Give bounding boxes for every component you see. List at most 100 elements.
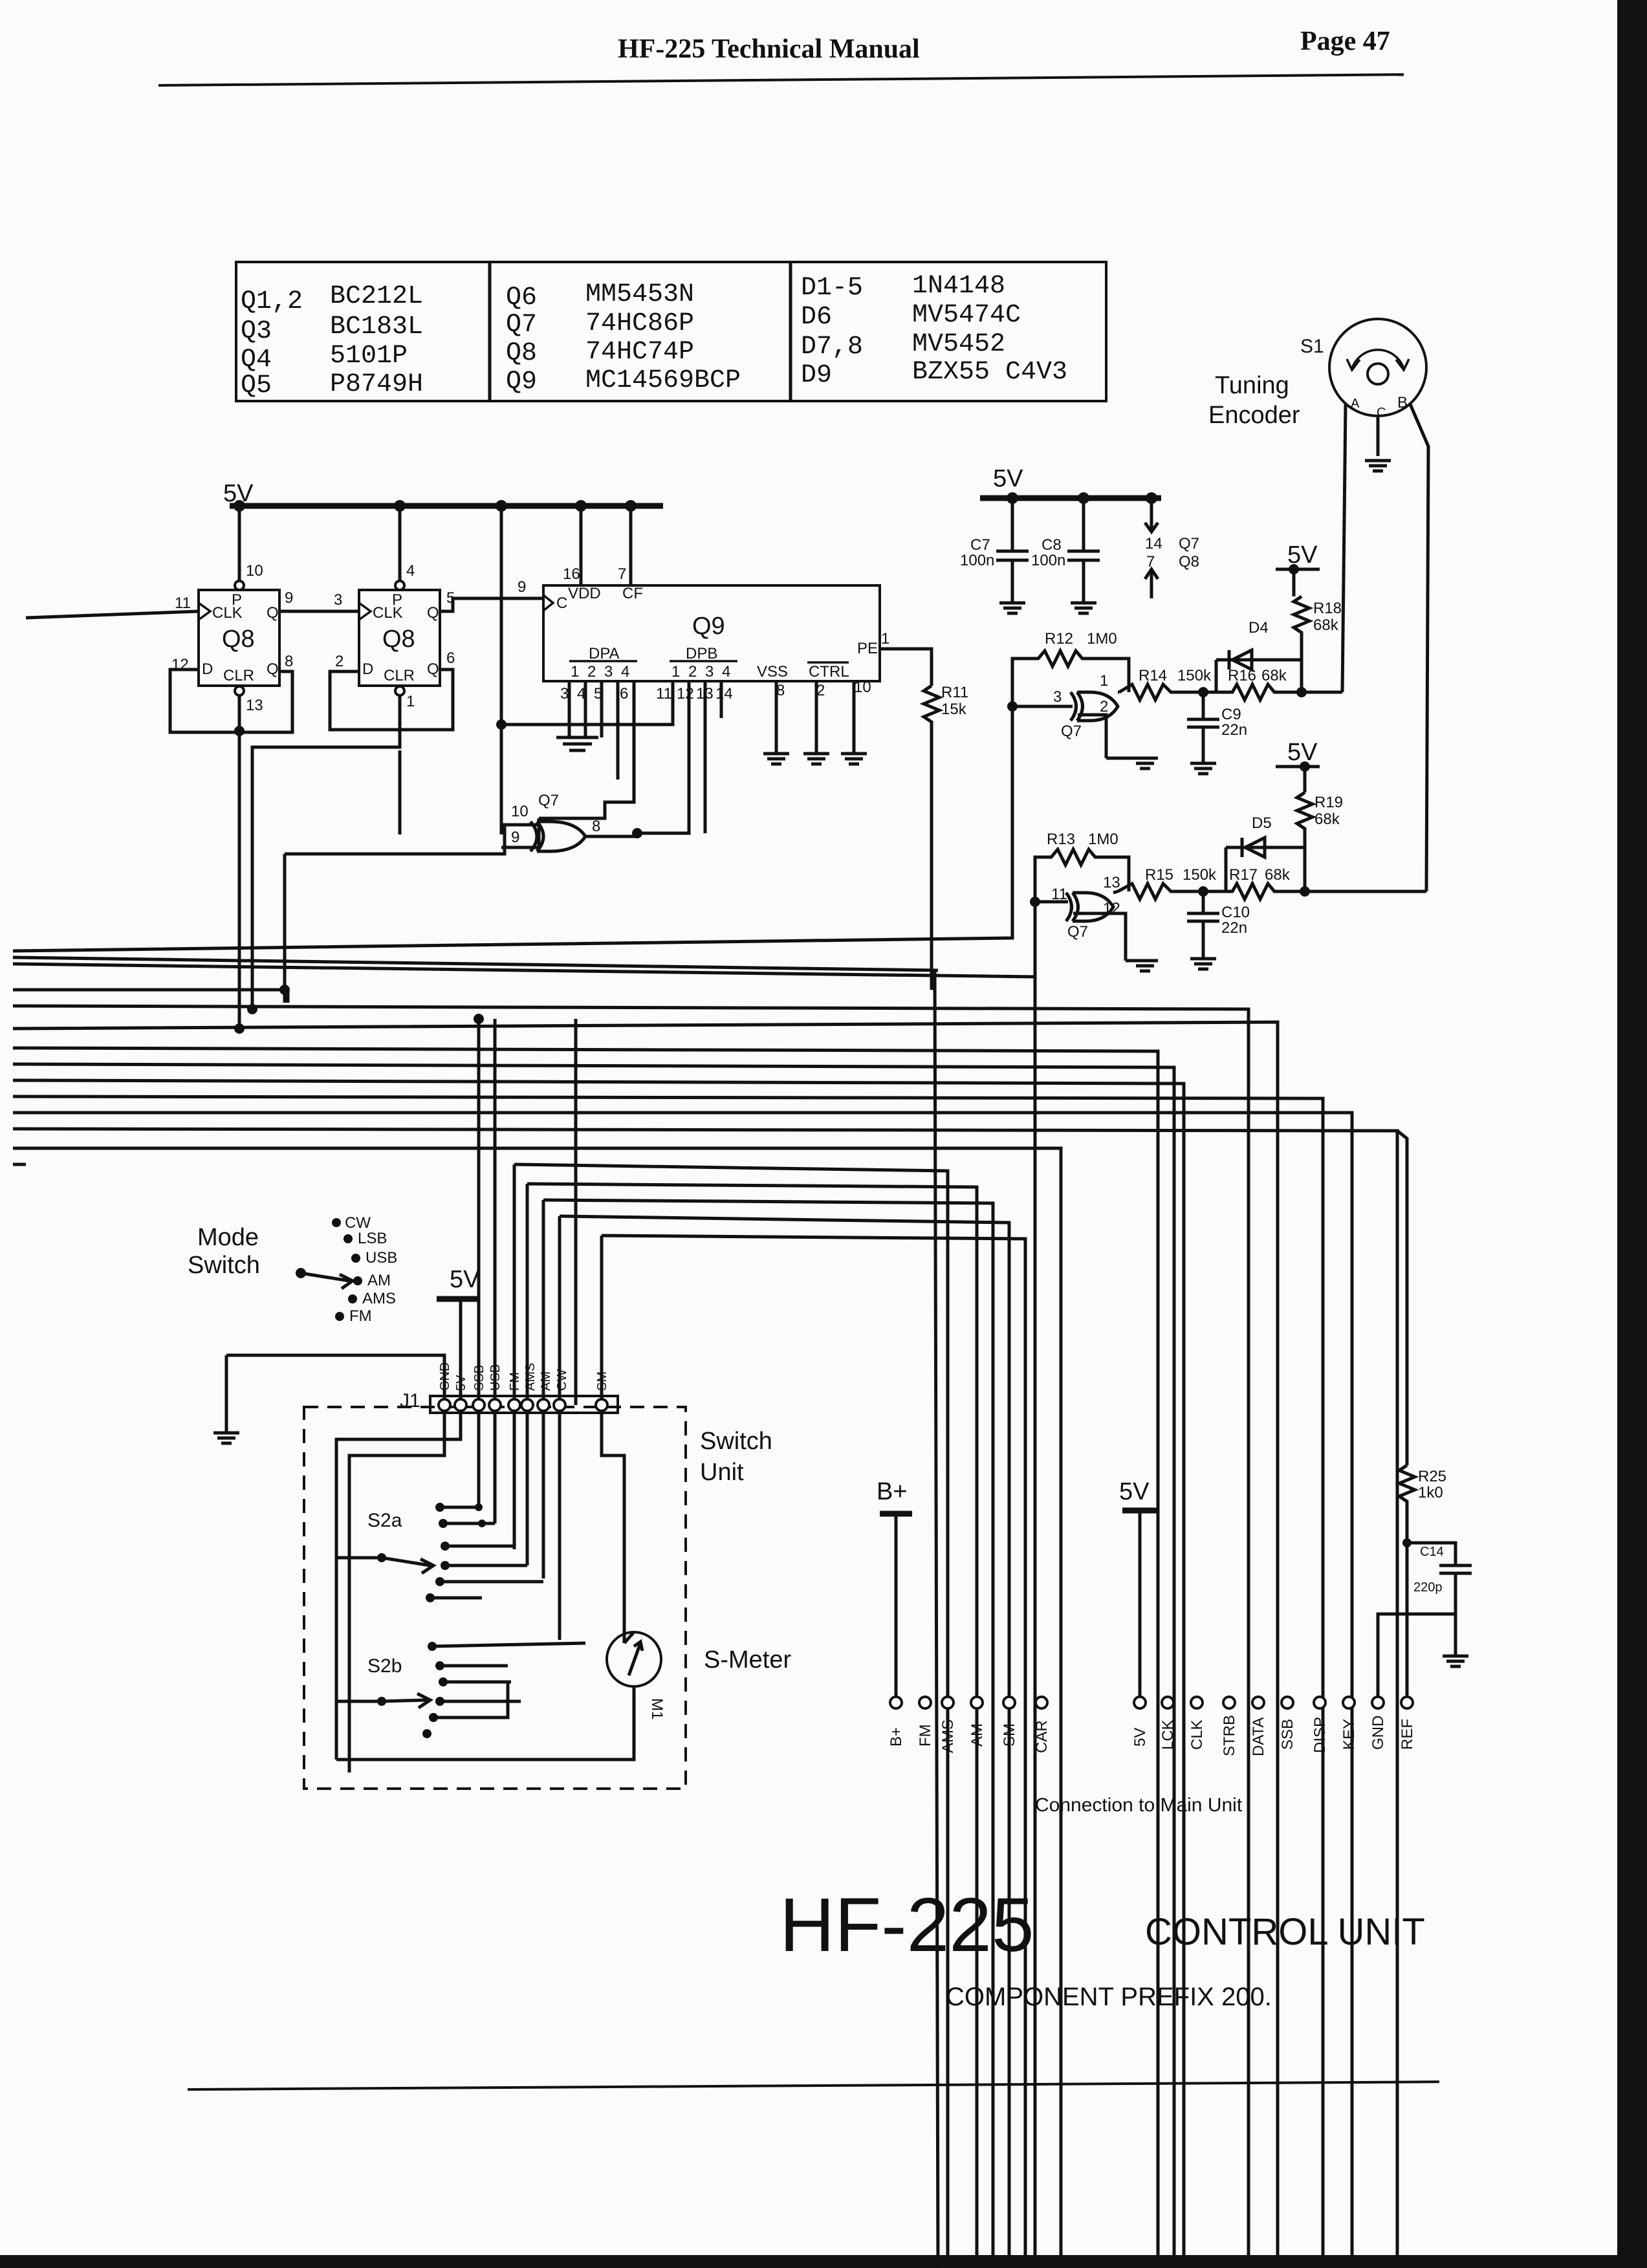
comp-ref: Q8: [1179, 553, 1199, 571]
encoder-wire-b: [1408, 404, 1430, 892]
capacitor-c10-icon: [1187, 891, 1219, 959]
wire: [514, 1162, 950, 2268]
clock-edge-icon: [358, 602, 373, 621]
manual-title: HF-225 Technical Manual: [618, 34, 920, 64]
ground-icon: [1071, 601, 1096, 615]
component-prefix-note: COMPONENT PREFIX 200.: [946, 1983, 1272, 2011]
pin-number: 12: [677, 685, 694, 703]
supply-bus-left: 5V: [223, 480, 663, 834]
ic-pin-label: CF: [622, 585, 643, 602]
diode-d4-icon: [1227, 647, 1254, 673]
ground-icon: [1365, 459, 1391, 473]
ic-pin-leads: [567, 681, 620, 737]
comp-value: 22n: [1221, 721, 1247, 739]
ff-pin-label: D: [362, 660, 373, 678]
junction-dot: [234, 1023, 245, 1034]
part-ref: D9: [801, 361, 832, 390]
comp-ref: D4: [1249, 619, 1269, 637]
comp-value: 100n: [960, 552, 994, 569]
connector-pin: [1161, 1696, 1175, 1710]
rail-label-5v: 5V: [1119, 1478, 1150, 1505]
connector-j1: [429, 1395, 619, 1414]
pin-number: 4: [406, 562, 415, 580]
ground-icon: [763, 752, 789, 766]
rail-label-5v: 5V: [1287, 541, 1318, 569]
mode-position: LSB: [358, 1230, 387, 1247]
switch-contact: [353, 1276, 362, 1285]
ff-pin-label: CLR: [384, 667, 415, 684]
part-value: MM5453N: [585, 280, 694, 309]
ic-q9: C VDD CF Q9 PE DPA DPB 1 2 3 4 1 2 3 4 V…: [496, 565, 968, 2268]
main-pin-label: DATA: [1250, 1717, 1267, 1756]
pin-number: 3: [334, 591, 342, 609]
wire: [1035, 889, 1128, 961]
encoder-shaft: [1366, 362, 1390, 386]
connector-pin-label: AM: [539, 1371, 553, 1391]
ff-pin-label: P: [392, 591, 402, 609]
junction-dot: [1296, 687, 1307, 697]
connector-pin: [1280, 1696, 1294, 1710]
scan-edge-bottom: [0, 2255, 1647, 2268]
part-value: BZX55 C4V3: [912, 358, 1067, 387]
flip-flop-q8-2: P CLK Q Q8 D CLR Q 4 3 5 6 2 1: [234, 562, 543, 1009]
ff-pin-label: D: [202, 660, 213, 678]
connector-pin: [437, 1398, 452, 1412]
ff-pin-label: P: [232, 591, 242, 609]
wire: [25, 609, 199, 620]
part-value: 74HC74P: [585, 338, 694, 367]
pin-number: 10: [854, 679, 871, 696]
rail-label-5v: 5V: [450, 1266, 480, 1293]
pin-number: 8: [592, 818, 600, 835]
pin-number: 6: [446, 649, 455, 667]
pin-number: 9: [285, 589, 293, 607]
capacitor-c9-icon: [1187, 692, 1219, 763]
pin-number: 8: [776, 682, 785, 699]
supply-bus-right: 5V C7 100n C8 100n 14 7 Q7 Q8: [960, 465, 1199, 615]
encoder-pin-b: B: [1397, 394, 1408, 411]
connector-pin: [488, 1398, 502, 1412]
wire: [1216, 658, 1303, 692]
comp-ref: R15: [1145, 866, 1173, 884]
pin-bubble: [234, 685, 245, 697]
wire: [398, 750, 541, 847]
comp-ref: R19: [1314, 794, 1343, 811]
xor-gate-icon: [1064, 891, 1115, 923]
resistor-r15-icon: [1117, 880, 1210, 903]
rail-tee: [1276, 567, 1320, 596]
connector-pin: [453, 1398, 468, 1412]
mode-position: USB: [365, 1249, 397, 1267]
junction-dot: [279, 985, 290, 995]
part-ref: Q3: [241, 317, 272, 346]
encoder-arrow-head-icon: [1395, 358, 1410, 373]
connector-pin: [1371, 1696, 1385, 1710]
encoder-ref: S1: [1300, 336, 1324, 357]
connector-pin: [1313, 1696, 1327, 1710]
ic-pin-sub: 4: [621, 663, 629, 681]
switch-lever-icon: [300, 1271, 356, 1291]
comp-value: 220p: [1413, 1580, 1443, 1595]
main-pin-label: AM: [968, 1723, 986, 1747]
connector-pin: [941, 1696, 955, 1710]
switch-unit: Switch Unit 5V J1 GND 5V SSB USB FM AMS …: [213, 1266, 791, 1790]
pin-number: 1: [1100, 672, 1108, 690]
pin-number: 7: [1146, 553, 1155, 571]
mode-switch-label: Mode: [197, 1224, 259, 1251]
encoder-body: [1328, 318, 1428, 417]
connector-pin-label: FM: [508, 1372, 522, 1391]
pin-number: 9: [518, 578, 526, 596]
junction-dot: [1007, 701, 1018, 712]
switch-ref: S2b: [367, 1655, 402, 1677]
pin-number: 3: [560, 685, 569, 703]
ic-pin-label: C: [556, 594, 567, 612]
ff-ref: Q8: [382, 626, 415, 653]
model-title: HF-225: [780, 1882, 1034, 1968]
capacitor-c7-icon: [996, 498, 1029, 603]
wire: [1376, 1612, 1456, 1698]
mode-position: AM: [367, 1272, 391, 1289]
wire: [1226, 845, 1307, 891]
wire: [1012, 690, 1119, 758]
comp-value: 150k: [1177, 667, 1212, 684]
encoder-arrow-head-icon: [1346, 358, 1361, 373]
part-ref: Q4: [241, 345, 272, 375]
